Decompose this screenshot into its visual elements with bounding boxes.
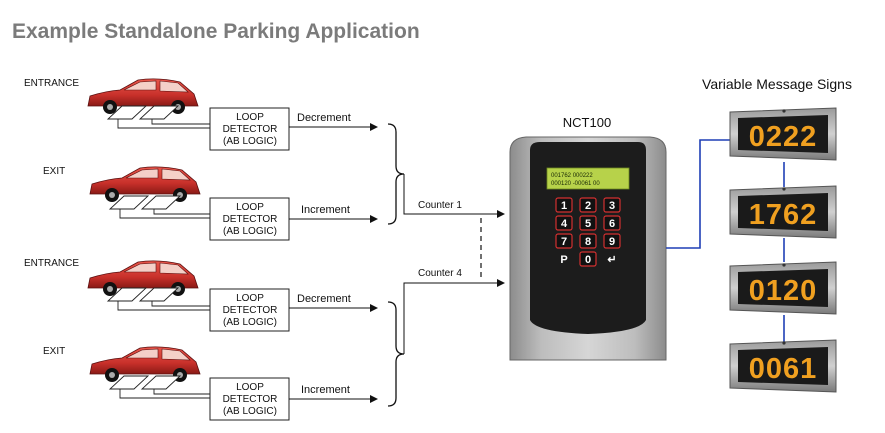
action-label: Increment	[301, 384, 350, 396]
detector-line: LOOP	[236, 202, 264, 213]
lcd-display	[546, 167, 630, 190]
lcd-line-1: 001762 000222	[551, 173, 593, 179]
lane-2: EXIT LOOP DETECTOR (AB LOGIC) Increment	[43, 166, 378, 241]
signs-heading: Variable Message Signs	[702, 76, 852, 92]
brace-bottom	[387, 301, 405, 407]
lane-label: ENTRANCE	[24, 258, 79, 269]
keypad-key[interactable]: P	[560, 254, 567, 266]
keypad-key-label: 0	[585, 254, 591, 266]
detector-line: (AB LOGIC)	[223, 226, 277, 237]
loop-pads	[106, 287, 210, 311]
keypad-key[interactable]: 8	[579, 233, 597, 249]
loop-detector-box	[209, 377, 290, 421]
keypad-key[interactable]: 3	[603, 197, 621, 213]
keypad: 1 2 3 4 5 6 7 8 9P 0 ↵	[555, 197, 621, 267]
sign-value: 0061	[749, 353, 818, 385]
detector-line: (AB LOGIC)	[223, 406, 277, 417]
detector-line: LOOP	[236, 382, 264, 393]
loop-detector-box	[209, 288, 290, 332]
keypad-key[interactable]: 7	[555, 233, 573, 249]
keypad-key[interactable]: 9	[603, 233, 621, 249]
lane-1: ENTRANCE LOOP DETECTOR (AB LOGIC) Decrem…	[24, 78, 378, 151]
keypad-key-label: ↵	[607, 254, 616, 266]
keypad-key-label: 2	[585, 200, 591, 212]
keypad-key-label: 8	[585, 236, 591, 248]
keypad-key-label: P	[560, 254, 567, 266]
sign-value: 0222	[749, 121, 818, 153]
keypad-key-label: 7	[561, 236, 567, 248]
keypad-key-label: 9	[609, 236, 615, 248]
loop-pads	[108, 375, 210, 399]
detector-line: LOOP	[236, 293, 264, 304]
variable-message-signs: 0222 1762 0120 0061	[729, 107, 837, 393]
message-sign: 1762	[729, 185, 837, 239]
brace-top	[387, 123, 405, 225]
detector-line: DETECTOR	[223, 394, 278, 405]
action-label: Increment	[301, 204, 350, 216]
keypad-key[interactable]: 4	[555, 215, 573, 231]
loop-pads	[108, 195, 210, 219]
detector-line: LOOP	[236, 112, 264, 123]
keypad-key-label: 5	[585, 218, 591, 230]
detector-line: (AB LOGIC)	[223, 136, 277, 147]
car-icon	[87, 78, 199, 114]
controller-name: NCT100	[563, 115, 611, 130]
keypad-key-label: 3	[609, 200, 615, 212]
detector-line: DETECTOR	[223, 124, 278, 135]
detector-line: DETECTOR	[223, 214, 278, 225]
detector-line: (AB LOGIC)	[223, 317, 277, 328]
car-icon	[87, 260, 199, 296]
nct100-controller: 001762 000222 000120 -00061 00 1 2 3 4 5 6 7 8 9…	[509, 136, 667, 361]
car-icon	[89, 166, 201, 202]
loop-pads	[106, 105, 210, 129]
loop-detector-box	[209, 107, 290, 151]
sign-value: 1762	[749, 199, 818, 231]
counter-1-line	[403, 174, 505, 218]
keypad-key[interactable]: 1	[555, 197, 573, 213]
message-sign: 0120	[729, 261, 837, 315]
counter-4-label: Counter 4	[418, 268, 462, 279]
counter-4-line	[403, 279, 505, 354]
keypad-key-label: 6	[609, 218, 615, 230]
lcd-line-2: 000120 -00061 00	[551, 181, 600, 187]
message-sign: 0222	[729, 107, 837, 161]
controller-to-signs-link	[666, 139, 738, 249]
keypad-key[interactable]: 0	[579, 251, 597, 267]
lane-label: EXIT	[43, 346, 65, 357]
keypad-key-label: 4	[561, 218, 568, 230]
keypad-key[interactable]: ↵	[607, 254, 616, 266]
action-label: Decrement	[297, 293, 351, 305]
message-sign: 0061	[729, 339, 837, 393]
keypad-key[interactable]: 2	[579, 197, 597, 213]
counter-1-label: Counter 1	[418, 200, 462, 211]
keypad-key-label: 1	[561, 200, 567, 212]
lane-4: EXIT LOOP DETECTOR (AB LOGIC) Increment	[43, 346, 378, 421]
keypad-key[interactable]: 6	[603, 215, 621, 231]
page-title: Example Standalone Parking Application	[12, 20, 420, 43]
sign-value: 0120	[749, 275, 818, 307]
action-label: Decrement	[297, 112, 351, 124]
keypad-key[interactable]: 5	[579, 215, 597, 231]
detector-line: DETECTOR	[223, 305, 278, 316]
lane-3: ENTRANCE LOOP DETECTOR (AB LOGIC) Decrem…	[24, 258, 378, 332]
lane-label: EXIT	[43, 166, 65, 177]
lane-label: ENTRANCE	[24, 78, 79, 89]
